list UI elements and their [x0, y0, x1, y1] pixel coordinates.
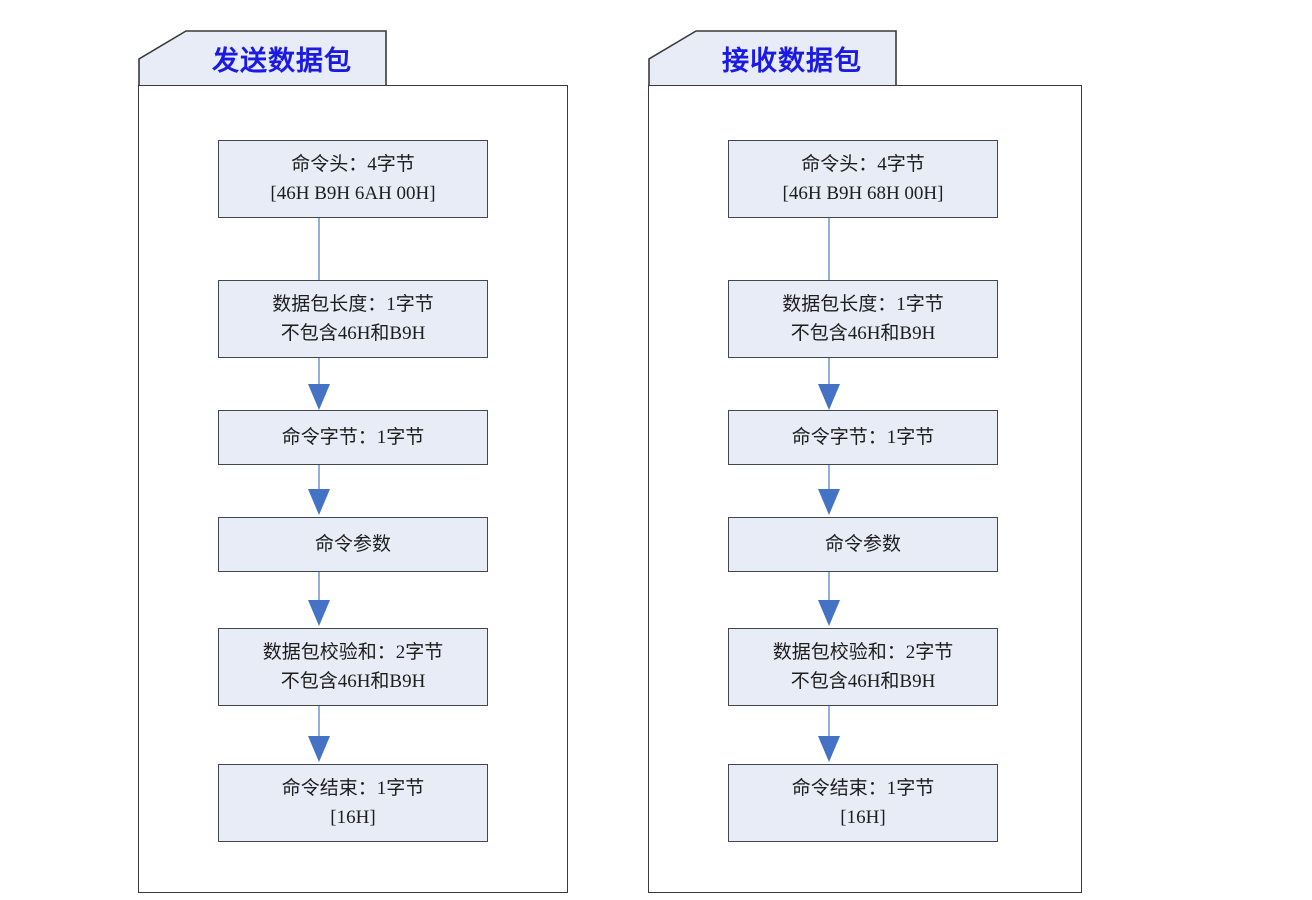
connector-3-to-4	[304, 465, 334, 517]
flow-box-step-6-line2: [16H]	[840, 806, 886, 828]
flow-box-step-1[interactable]: 命令头：4字节 [46H B9H 68H 00H]	[728, 140, 998, 218]
flow-box-step-2[interactable]: 数据包长度：1字节 不包含46H和B9H	[728, 280, 998, 358]
flow-box-step-5-line1: 数据包校验和：2字节	[262, 641, 444, 663]
flow-box-step-3[interactable]: 命令字节：1字节	[218, 410, 488, 465]
panel-body-receive-packet	[648, 85, 1082, 893]
flow-box-step-3-line1: 命令字节：1字节	[281, 426, 425, 448]
flow-box-step-4[interactable]: 命令参数	[728, 517, 998, 572]
flow-box-step-4-line1: 命令参数	[824, 533, 901, 555]
panel-title-send-packet: 发送数据包	[212, 45, 352, 76]
connector-4-to-5	[814, 572, 844, 628]
flow-box-step-5-line2: 不包含46H和B9H	[280, 670, 426, 692]
connector-5-to-6	[304, 706, 334, 764]
flow-box-step-1-line2: [46H B9H 6AH 00H]	[270, 182, 436, 204]
flow-box-step-4-line1: 命令参数	[314, 533, 391, 555]
flow-box-step-2-line1: 数据包长度：1字节	[272, 293, 434, 315]
panel-tab-send-packet[interactable]: 发送数据包	[138, 30, 387, 88]
connector-5-to-6	[814, 706, 844, 764]
flow-box-step-6-line2: [16H]	[330, 806, 376, 828]
panel-title-receive-packet: 接收数据包	[722, 45, 862, 76]
flow-box-step-6-line1: 命令结束：1字节	[791, 777, 935, 799]
flow-box-step-1-line1: 命令头：4字节	[801, 153, 925, 175]
connector-3-to-4	[814, 465, 844, 517]
flow-box-step-3[interactable]: 命令字节：1字节	[728, 410, 998, 465]
flow-box-step-5[interactable]: 数据包校验和：2字节 不包含46H和B9H	[728, 628, 998, 706]
flow-box-step-2[interactable]: 数据包长度：1字节 不包含46H和B9H	[218, 280, 488, 358]
panel-body-send-packet	[138, 85, 568, 893]
flow-box-step-2-line1: 数据包长度：1字节	[782, 293, 944, 315]
flow-box-step-2-line2: 不包含46H和B9H	[790, 322, 936, 344]
flow-box-step-1[interactable]: 命令头：4字节 [46H B9H 6AH 00H]	[218, 140, 488, 218]
flow-box-step-5-line1: 数据包校验和：2字节	[772, 641, 954, 663]
flow-box-step-6-line1: 命令结束：1字节	[281, 777, 425, 799]
flow-box-step-5-line2: 不包含46H和B9H	[790, 670, 936, 692]
connector-2-to-3	[814, 358, 844, 412]
flow-box-step-6[interactable]: 命令结束：1字节 [16H]	[728, 764, 998, 842]
flow-box-step-3-line1: 命令字节：1字节	[791, 426, 935, 448]
flow-box-step-6[interactable]: 命令结束：1字节 [16H]	[218, 764, 488, 842]
flow-box-step-1-line1: 命令头：4字节	[291, 153, 415, 175]
panel-send-packet: 发送数据包 命令头：4字节 [46H B9H 6AH 00H] 数据包长度：1字…	[138, 30, 568, 893]
flow-box-step-2-line2: 不包含46H和B9H	[280, 322, 426, 344]
panel-receive-packet: 接收数据包 命令头：4字节 [46H B9H 68H 00H] 数据包长度：1字…	[648, 30, 1082, 893]
panel-tab-receive-packet[interactable]: 接收数据包	[648, 30, 897, 88]
flow-box-step-1-line2: [46H B9H 68H 00H]	[782, 182, 944, 204]
flow-box-step-4[interactable]: 命令参数	[218, 517, 488, 572]
connector-2-to-3	[304, 358, 334, 412]
flow-box-step-5[interactable]: 数据包校验和：2字节 不包含46H和B9H	[218, 628, 488, 706]
connector-4-to-5	[304, 572, 334, 628]
